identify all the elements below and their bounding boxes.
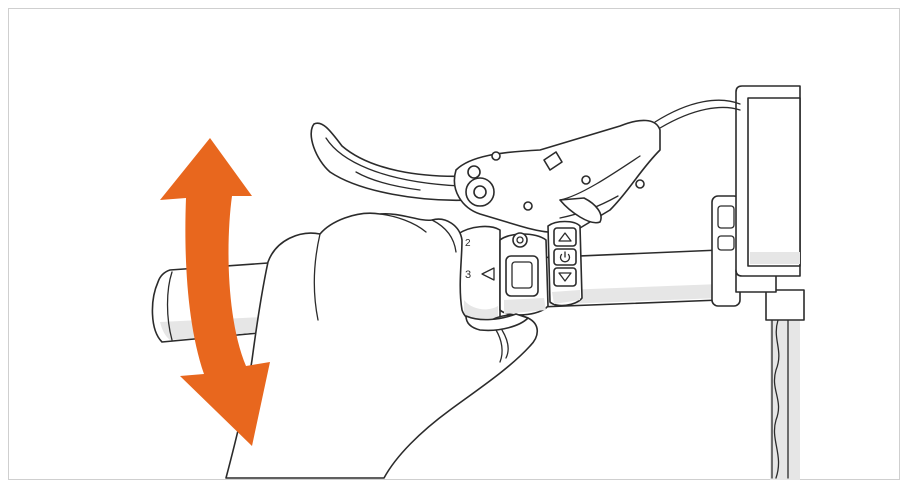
brake-body [454,120,660,232]
display-unit [736,86,800,276]
down-button [554,268,576,286]
up-button [554,228,576,246]
control-pad [548,222,582,306]
gear-label-current: 3 [465,269,471,281]
brake-lever [311,123,470,200]
mode-button-pod [500,233,548,315]
display-mount [766,290,804,480]
gear-label-upper: 2 [465,238,471,249]
